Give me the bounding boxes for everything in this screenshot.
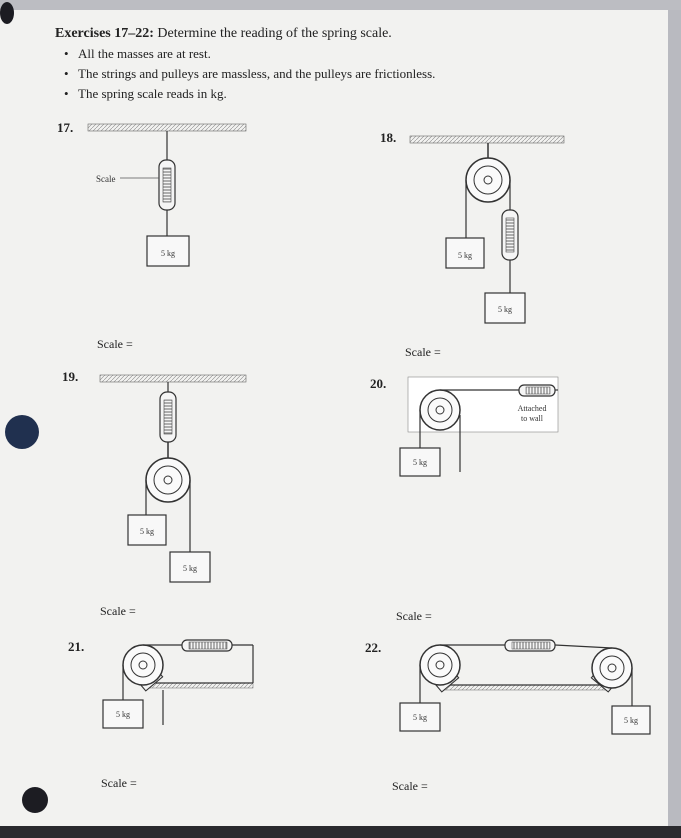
mass-label: 5 kg — [624, 716, 638, 725]
scale-answer-label: Scale = — [101, 776, 137, 790]
ceiling — [409, 135, 565, 144]
mass-label: 5 kg — [458, 251, 472, 260]
header-title: Exercises 17–22: — [55, 26, 154, 41]
wall-label: Attached — [518, 404, 547, 413]
diagram-17: Scale 5 kg — [87, 123, 247, 267]
mass-block — [484, 292, 526, 324]
mass-label: 5 kg — [161, 249, 175, 258]
mass-block — [399, 447, 441, 477]
pulley — [122, 644, 164, 686]
wall-label: to wall — [521, 414, 544, 423]
header-instruction: Determine the reading of the spring scal… — [157, 26, 392, 41]
scale-answer-label: Scale = — [405, 345, 441, 359]
mass-block — [611, 705, 651, 735]
bullet-item: The strings and pulleys are massless, an… — [64, 66, 435, 82]
pulley — [145, 457, 191, 503]
ceiling — [99, 374, 247, 383]
pulley — [591, 647, 633, 689]
mass-label: 5 kg — [140, 527, 154, 536]
diagram-21: 5 kg — [102, 639, 254, 729]
pulley — [419, 644, 461, 686]
camera-glare-dot — [22, 787, 48, 813]
diagram-22: 5 kg 5 kg — [399, 639, 651, 735]
scale-answer-label: Scale = — [392, 779, 428, 793]
exercise-number: 17. — [57, 120, 74, 135]
mass-label: 5 kg — [498, 305, 512, 314]
diagram-19: 5 kg 5 kg — [99, 374, 247, 583]
bullet-item: The spring scale reads in kg. — [64, 86, 227, 102]
diagram-20: Attached to wall 5 kg — [399, 376, 559, 477]
screen-right-edge — [668, 10, 681, 828]
mass-block — [399, 702, 441, 732]
exercise-number: 19. — [62, 369, 79, 384]
screen-bottom-bar — [0, 826, 681, 838]
mass-block — [146, 235, 190, 267]
mass-label: 5 kg — [116, 710, 130, 719]
scale-tag: Scale — [96, 174, 116, 184]
scale-answer-label: Scale = — [100, 604, 136, 618]
exercise-header: Exercises 17–22: Determine the reading o… — [55, 26, 392, 42]
ceiling — [87, 123, 247, 132]
mass-label: 5 kg — [413, 713, 427, 722]
mass-block — [169, 551, 211, 583]
pulley — [419, 389, 461, 431]
mass-block — [445, 237, 485, 269]
mass-block — [127, 514, 167, 546]
exercise-number: 20. — [370, 376, 387, 391]
pulley — [465, 157, 511, 203]
camera-glare-dot — [0, 2, 14, 24]
mass-label: 5 kg — [183, 564, 197, 573]
diagram-18: 5 kg 5 kg — [409, 135, 565, 324]
scale-answer-label: Scale = — [396, 609, 432, 623]
camera-glare-dot — [5, 415, 39, 449]
mass-label: 5 kg — [413, 458, 427, 467]
screen-top-edge — [0, 0, 681, 12]
mass-block — [102, 699, 144, 729]
exercise-number: 21. — [68, 639, 85, 654]
exercise-number: 18. — [380, 130, 397, 145]
scale-answer-label: Scale = — [97, 337, 133, 351]
bullet-item: All the masses are at rest. — [64, 46, 211, 62]
exercise-number: 22. — [365, 640, 382, 655]
